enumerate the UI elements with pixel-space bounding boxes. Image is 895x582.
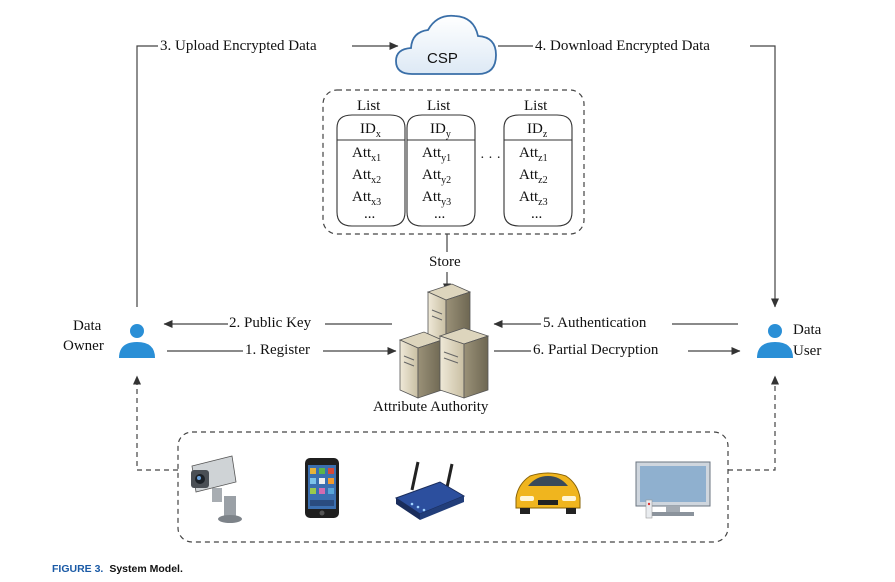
user-label-line1: Data (793, 322, 822, 338)
list-y-id: IDy (430, 121, 451, 140)
list-x-att-2: Attx2 (352, 167, 382, 186)
list-y-att-1: Atty1 (422, 145, 452, 164)
list-y-shape (406, 114, 476, 227)
devices-to-owner-line (133, 375, 178, 471)
figure-number: FIGURE 3. (52, 563, 104, 575)
list-z-att-3: Attz3 (519, 189, 548, 208)
figure-title: System Model. (109, 563, 183, 575)
upload-line (136, 45, 158, 307)
list-y-att-3: Atty3 (422, 189, 452, 208)
user-label-line2: User (793, 343, 822, 359)
list-x-id: IDx (360, 121, 381, 140)
list-y-att-2: Atty2 (422, 167, 452, 186)
download-arrow (750, 45, 779, 308)
store-label: Store (429, 254, 461, 270)
devices-to-user-line (728, 375, 779, 471)
public-key-label: 2. Public Key (229, 315, 312, 331)
register-label: 1. Register (245, 342, 310, 358)
authority-label: Attribute Authority (373, 399, 489, 415)
devices-box (177, 431, 729, 543)
owner-label-line2: Owner (63, 338, 104, 354)
partial-decryption-label: 6. Partial Decryption (533, 342, 659, 358)
list-z-att-1: Attz1 (519, 145, 548, 164)
list-z-att-2: Attz2 (519, 167, 548, 186)
owner-label-line1: Data (73, 318, 102, 334)
list-y-header: List (427, 98, 451, 114)
list-x-att-3: Attx3 (352, 189, 382, 208)
list-y-more: ... (434, 206, 446, 222)
list-z-shape (503, 114, 573, 227)
cloud-label: CSP (427, 50, 458, 67)
figure-caption: FIGURE 3. System Model. (52, 563, 183, 575)
authentication-label: 5. Authentication (543, 315, 647, 331)
list-z-id: IDz (527, 121, 548, 140)
lists-ellipsis: · · · (480, 151, 501, 166)
download-label: 4. Download Encrypted Data (535, 38, 710, 54)
list-x-header: List (357, 98, 381, 114)
list-x-more: ... (364, 206, 376, 222)
list-x-att-1: Attx1 (352, 145, 382, 164)
list-z-header: List (524, 98, 548, 114)
storage-box (322, 89, 585, 235)
upload-label: 3. Upload Encrypted Data (160, 38, 317, 54)
list-x-shape (336, 114, 406, 227)
list-z-more: ... (531, 206, 543, 222)
